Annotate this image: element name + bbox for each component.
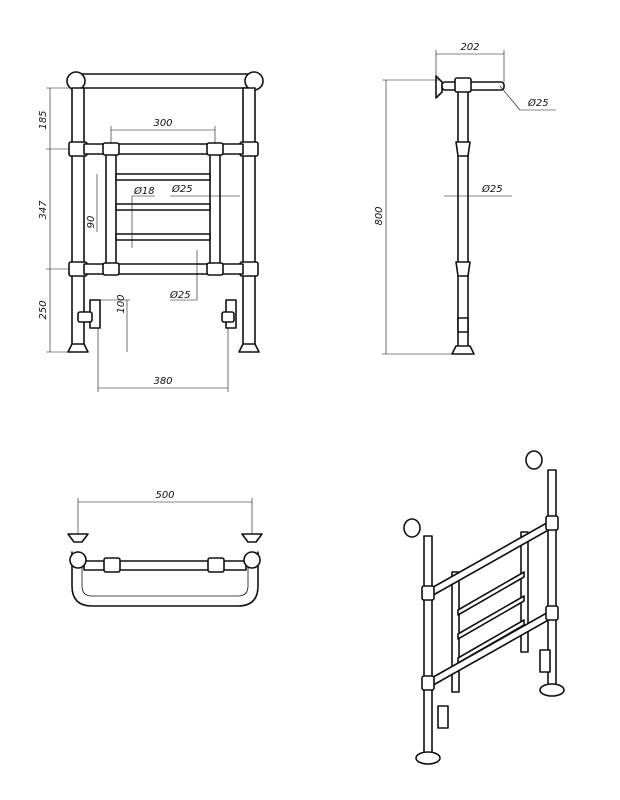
left-leg: [71, 87, 85, 349]
side-top-arm: [441, 81, 505, 91]
iso-right-valve: [539, 649, 551, 673]
top-rail: [69, 73, 261, 89]
dim-185: 185: [38, 110, 49, 129]
iso-right-lower-collar: [545, 605, 559, 621]
dim-250: 250: [38, 300, 49, 319]
top-right-bracket: [241, 533, 263, 543]
upper-header-rail: [83, 143, 244, 155]
dim-300: 300: [153, 118, 172, 129]
towel-bar-1: [115, 173, 211, 181]
isometric-view: [403, 450, 575, 765]
iso-inner-left-upright: [451, 571, 460, 693]
iso-left-wall-bracket: [403, 518, 421, 538]
dim-bar-diameter: Ø18: [133, 185, 155, 197]
side-foot: [451, 345, 475, 355]
dim-side-mid-diameter: Ø25: [481, 183, 503, 195]
dim-500: 500: [155, 490, 174, 501]
top-left-collar: [103, 557, 121, 573]
side-wall-bracket: [435, 75, 443, 99]
iso-inner-right-upright: [520, 531, 529, 653]
iso-towel-bar-2: [457, 595, 525, 640]
side-view: 202 Ø25 Ø25 800: [374, 42, 556, 355]
side-upper-collar: [455, 141, 471, 157]
top-left-bracket: [67, 533, 89, 543]
iso-lower-header: [427, 609, 553, 689]
dim-202: 202: [460, 42, 479, 53]
dim-pipe-diameter-b: Ø25: [169, 289, 191, 301]
top-rail-loop-outer: [71, 551, 259, 607]
inner-left-upright: [105, 153, 117, 265]
iso-towel-bar-3: [457, 619, 525, 664]
right-foot: [238, 343, 260, 353]
side-lower-collar: [455, 261, 471, 277]
iso-left-lower-collar: [421, 675, 435, 691]
inner-right-bottom-collar: [206, 262, 224, 276]
top-left-post: [69, 551, 87, 569]
inner-left-top-collar: [102, 142, 120, 156]
left-valve-cap: [77, 311, 93, 323]
right-valve-cap: [221, 311, 235, 323]
iso-back-right-foot: [539, 683, 565, 697]
iso-left-upper-collar: [421, 585, 435, 601]
dim-pipe-diameter-a: Ø25: [171, 183, 193, 195]
iso-front-left-foot: [415, 751, 441, 765]
iso-left-valve: [437, 705, 449, 729]
iso-front-left-leg: [423, 535, 433, 757]
iso-top-rail-fill: [416, 459, 575, 558]
top-right-post: [243, 551, 261, 569]
dim-347: 347: [38, 200, 49, 220]
dim-90: 90: [86, 216, 97, 229]
dim-100: 100: [116, 294, 127, 313]
dim-side-top-diameter: Ø25: [527, 97, 549, 109]
towel-bar-2: [115, 203, 211, 211]
lower-header-rail: [83, 263, 244, 275]
top-right-collar: [207, 557, 225, 573]
side-valve: [457, 317, 469, 333]
front-view: 185 347 250 300 Ø18 Ø25 90 Ø25 100 380: [38, 71, 264, 392]
left-foot: [67, 343, 89, 353]
side-top-collar: [454, 77, 472, 93]
iso-right-upper-collar: [545, 515, 559, 531]
inner-right-top-collar: [206, 142, 224, 156]
inner-left-bottom-collar: [102, 262, 120, 276]
top-rail-loop-inner: [81, 558, 249, 597]
side-leg: [457, 79, 469, 353]
inner-right-upright: [209, 153, 221, 265]
iso-right-wall-bracket: [525, 450, 543, 470]
top-view: 500: [67, 490, 263, 607]
iso-towel-bar-1: [457, 571, 525, 616]
right-leg: [242, 87, 256, 349]
dim-380: 380: [153, 376, 172, 387]
dim-800: 800: [374, 206, 385, 225]
top-dia-leader: [499, 85, 521, 111]
towel-bar-3: [115, 233, 211, 241]
